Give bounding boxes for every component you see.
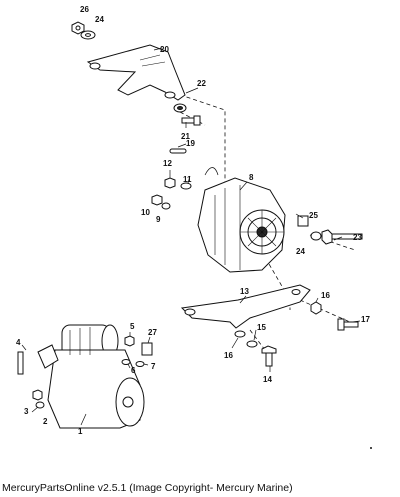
terminal-washer xyxy=(180,182,192,190)
callout-19: 19 xyxy=(186,139,195,148)
starter-washer xyxy=(35,401,45,409)
scan-speck xyxy=(370,447,372,449)
callout-9: 9 xyxy=(156,215,161,224)
small-nut xyxy=(151,194,163,206)
terminal-nut xyxy=(164,177,176,189)
callout-5: 5 xyxy=(130,322,135,331)
alternator xyxy=(197,167,286,273)
callout-20: 20 xyxy=(160,45,169,54)
starter-terminal-lockwasher xyxy=(135,361,145,367)
callout-11: 11 xyxy=(183,175,192,184)
starter-motor xyxy=(37,324,145,429)
starter-terminal-washer xyxy=(121,359,131,365)
alternator-spacer xyxy=(297,215,309,227)
exploded-parts-diagram: 26 24 20 22 21 19 12 11 8 10 9 25 24 23 … xyxy=(16,5,372,449)
callout-2: 2 xyxy=(43,417,48,426)
callout-8: 8 xyxy=(249,173,254,182)
callout-27: 27 xyxy=(148,328,157,337)
starter-boot xyxy=(141,342,153,356)
callout-17: 17 xyxy=(361,315,370,324)
brace-washer-left xyxy=(234,330,246,338)
callout-24-right: 24 xyxy=(296,247,305,256)
mounting-bracket xyxy=(86,44,186,101)
callout-1: 1 xyxy=(78,427,83,436)
copyright-caption: MercuryPartsOnline v2.5.1 (Image Copyrig… xyxy=(2,482,293,494)
callout-10: 10 xyxy=(141,208,150,217)
callout-16-left: 16 xyxy=(224,351,233,360)
pin xyxy=(169,148,187,154)
callout-4: 4 xyxy=(16,338,21,347)
brace-lockwasher xyxy=(246,340,258,348)
brace-bolt xyxy=(337,318,359,331)
callout-23: 23 xyxy=(353,233,362,242)
callout-24-top: 24 xyxy=(95,15,104,24)
adjusting-brace xyxy=(180,284,311,329)
alternator-pivot-bolt xyxy=(321,229,363,245)
bracket-bolt xyxy=(181,115,201,126)
starter-terminal-nut xyxy=(124,335,135,347)
callout-26: 26 xyxy=(80,5,89,14)
top-nut xyxy=(71,21,85,35)
callout-6: 6 xyxy=(131,366,136,375)
callout-21: 21 xyxy=(181,132,190,141)
small-washer xyxy=(161,202,171,210)
callout-16-right: 16 xyxy=(321,291,330,300)
callout-22: 22 xyxy=(197,79,206,88)
starter-stud xyxy=(17,351,24,375)
starter-nut xyxy=(32,389,43,401)
spacer-sleeve xyxy=(173,103,187,113)
callout-14: 14 xyxy=(263,375,272,384)
callout-25: 25 xyxy=(309,211,318,220)
callout-3: 3 xyxy=(24,407,29,416)
top-washer xyxy=(80,30,96,40)
callout-13: 13 xyxy=(240,287,249,296)
brace-nut-right xyxy=(310,301,322,315)
callout-12: 12 xyxy=(163,159,172,168)
brace-adjust-bolt xyxy=(261,345,277,367)
alternator-washer xyxy=(310,231,322,241)
callout-7: 7 xyxy=(151,362,156,371)
callout-15: 15 xyxy=(257,323,266,332)
leader-lines xyxy=(21,47,361,426)
